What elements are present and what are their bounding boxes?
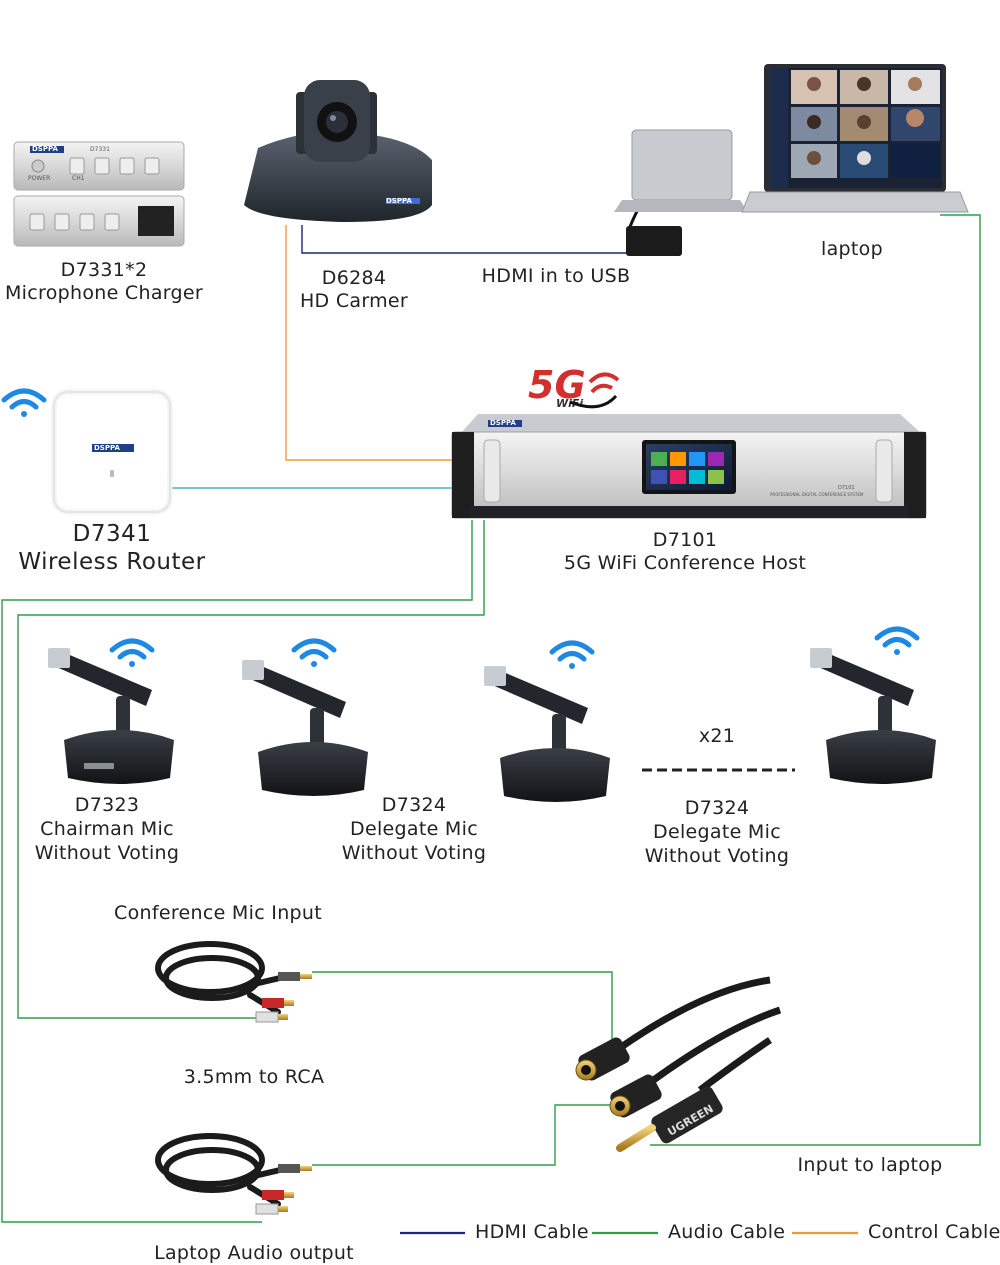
audio-cable-laptop-output — [312, 1104, 638, 1166]
charger-brand: DSPPA — [32, 145, 58, 153]
mic4-wifi-icon — [874, 626, 920, 655]
host-model-label: D7101 — [652, 529, 718, 551]
mic-delegate2-line1: Delegate Mic — [653, 821, 781, 843]
connection-lines — [1, 214, 981, 1223]
rca-plugs-laptop — [255, 1164, 312, 1215]
mic-delegate1-line1: Delegate Mic — [350, 818, 478, 840]
mic-delegate1-model: D7324 — [381, 794, 447, 816]
legend-control-label: Control Cable — [868, 1221, 1000, 1243]
mic-delegate2-model: D7324 — [684, 797, 750, 819]
camera-unit — [244, 80, 432, 222]
host-brand: DSPPA — [490, 419, 516, 427]
laptop-label: laptop — [821, 238, 883, 260]
badge-main: 5G — [528, 363, 586, 407]
laptop-device — [614, 64, 969, 213]
mic-delegate1-line2: Without Voting — [341, 842, 487, 864]
audio-cable-mic-input — [312, 971, 613, 1050]
rca-cable-laptop-output — [155, 1133, 283, 1207]
host-name-label: 5G WiFi Conference Host — [563, 552, 807, 574]
legend-audio-label: Audio Cable — [668, 1221, 786, 1243]
mic1-wifi-icon — [109, 638, 155, 667]
wifi-icons — [1, 388, 920, 669]
splitter-label: Input to laptop — [797, 1154, 943, 1176]
badge-sub: WiFi — [556, 397, 583, 410]
audio-splitter: UGREEN — [575, 976, 782, 1152]
mic-chairman-line1: Chairman Mic — [40, 818, 174, 840]
mic-delegate-3 — [810, 648, 936, 784]
mic-chairman-line2: Without Voting — [34, 842, 180, 864]
router-wifi-icon — [1, 388, 47, 417]
camera-brand: DSPPA — [386, 197, 412, 205]
mic-delegate-2 — [484, 666, 610, 802]
charger-unit — [13, 141, 185, 247]
router-model-label: D7341 — [72, 521, 152, 547]
laptop-output-cable-label: Laptop Audio output — [154, 1242, 354, 1264]
mic-count-label: x21 — [698, 725, 736, 747]
rca-cable-label: 3.5mm to RCA — [183, 1066, 325, 1088]
mic3-wifi-icon — [549, 640, 595, 669]
charger-model-label: D7331*2 — [60, 259, 148, 281]
audio-cable-host-left — [1, 520, 473, 1223]
charger-model-plate: D7331 — [90, 146, 110, 153]
charger-bay-label: CH1 — [72, 175, 85, 182]
rca-plugs-mic — [255, 972, 312, 1023]
mic-delegate-1 — [242, 660, 368, 796]
router-name-label: Wireless Router — [18, 549, 206, 575]
5g-wifi-badge: 5G WiFi — [528, 363, 620, 410]
audio-cable-host-inner — [17, 520, 485, 1019]
mic-chairman-model: D7323 — [74, 794, 140, 816]
rca-cable-mic-input — [155, 941, 283, 1015]
camera-name-label: HD Carmer — [299, 290, 409, 312]
hdmi-cable-camera — [301, 225, 648, 254]
legend-hdmi-label: HDMI Cable — [475, 1221, 589, 1243]
converter-label: HDMI in to USB — [481, 265, 631, 287]
camera-model-label: D6284 — [321, 267, 387, 289]
conference-host — [451, 414, 927, 519]
router-device — [51, 389, 173, 515]
host-panel-caption: PROFESSIONAL DIGITAL CONFERENCE SYSTEM — [770, 492, 864, 497]
control-cable-camera — [285, 225, 452, 461]
router-brand: DSPPA — [94, 444, 120, 452]
audio-cable-laptop — [650, 214, 981, 1146]
mic-chairman — [48, 648, 174, 784]
charger-power-label: POWER — [28, 175, 51, 182]
host-panel-model: D7101 — [838, 485, 855, 491]
mic2-wifi-icon — [291, 638, 337, 667]
charger-name-label: Microphone Charger — [4, 282, 204, 304]
mic-delegate2-line2: Without Voting — [644, 845, 790, 867]
mic-input-cable-label: Conference Mic Input — [114, 902, 322, 924]
